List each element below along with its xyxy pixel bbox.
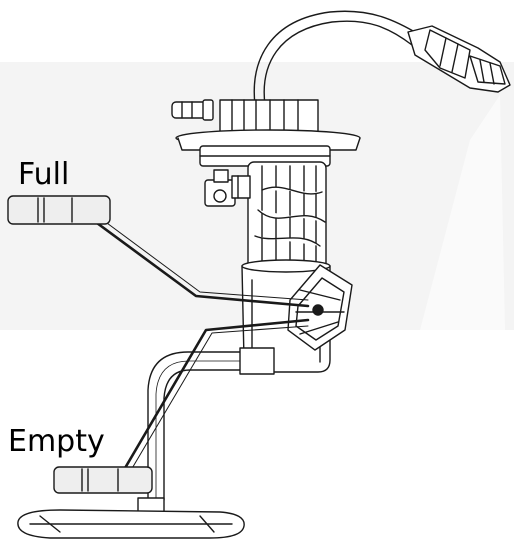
wiring-harness <box>253 10 421 106</box>
level-sender-card <box>287 264 353 351</box>
pump-body <box>247 161 327 271</box>
label-empty: Empty <box>8 424 105 459</box>
side-bracket <box>204 169 251 207</box>
mounting-flange <box>175 99 361 167</box>
suction-tube <box>147 347 275 501</box>
label-full: Full <box>18 157 70 192</box>
float-full <box>7 195 111 225</box>
fuel-strainer <box>17 497 245 539</box>
fuel-outlet-nipple <box>171 99 214 121</box>
float-arm-full <box>80 205 310 308</box>
float-empty <box>53 466 153 494</box>
electrical-connector <box>407 25 511 93</box>
